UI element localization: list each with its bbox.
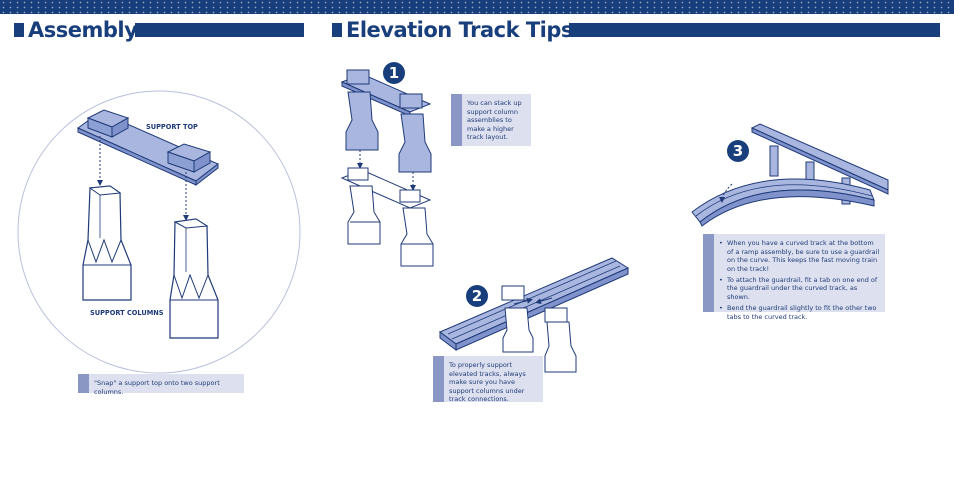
assembly-caption-text: "Snap" a support top onto two support co… bbox=[94, 379, 220, 396]
assembly-diagram bbox=[17, 90, 301, 374]
assembly-circle bbox=[17, 90, 301, 374]
assembly-header: Assembly bbox=[14, 18, 304, 42]
step2-illustration bbox=[439, 257, 630, 373]
step3-bullet: Bend the guardrail slightly to fit the o… bbox=[719, 304, 881, 321]
step2-text: To properly support elevated tracks, alw… bbox=[449, 361, 526, 404]
step3-callout: When you have a curved track at the bott… bbox=[703, 234, 885, 321]
step3-illustration bbox=[691, 123, 889, 227]
step3-bullets: When you have a curved track at the bott… bbox=[719, 239, 881, 321]
header-square bbox=[14, 23, 24, 37]
step1-callout: You can stack up support column assembli… bbox=[451, 94, 531, 146]
header-bar bbox=[569, 23, 940, 37]
support-column-right bbox=[169, 218, 219, 339]
step-3-badge: 3 bbox=[727, 140, 749, 162]
header-square bbox=[332, 23, 342, 37]
support-column-left bbox=[82, 185, 132, 301]
step-1-badge: 1 bbox=[383, 62, 405, 84]
header-bar bbox=[135, 23, 304, 37]
label-support-top: SUPPORT TOP bbox=[146, 123, 198, 131]
step2-callout: To properly support elevated tracks, alw… bbox=[433, 356, 543, 404]
callout-stripe bbox=[78, 374, 89, 393]
label-support-columns: SUPPORT COLUMNS bbox=[90, 309, 164, 317]
callout-stripe bbox=[451, 94, 462, 146]
assembly-caption: "Snap" a support top onto two support co… bbox=[78, 374, 244, 396]
support-top-illustration bbox=[77, 109, 219, 187]
step3-bullet: To attach the guardrail, fit a tab on on… bbox=[719, 276, 881, 302]
assembly-title: Assembly bbox=[28, 18, 138, 42]
step1-text: You can stack up support column assembli… bbox=[467, 99, 522, 142]
callout-stripe bbox=[433, 356, 444, 402]
step3-bullet: When you have a curved track at the bott… bbox=[719, 239, 881, 273]
elevation-header: Elevation Track Tips bbox=[332, 18, 940, 42]
step1-illustration bbox=[340, 69, 434, 267]
elevation-title: Elevation Track Tips bbox=[346, 18, 573, 42]
callout-stripe bbox=[703, 234, 714, 312]
top-decorative-band bbox=[0, 0, 954, 14]
step-2-badge: 2 bbox=[466, 285, 488, 307]
